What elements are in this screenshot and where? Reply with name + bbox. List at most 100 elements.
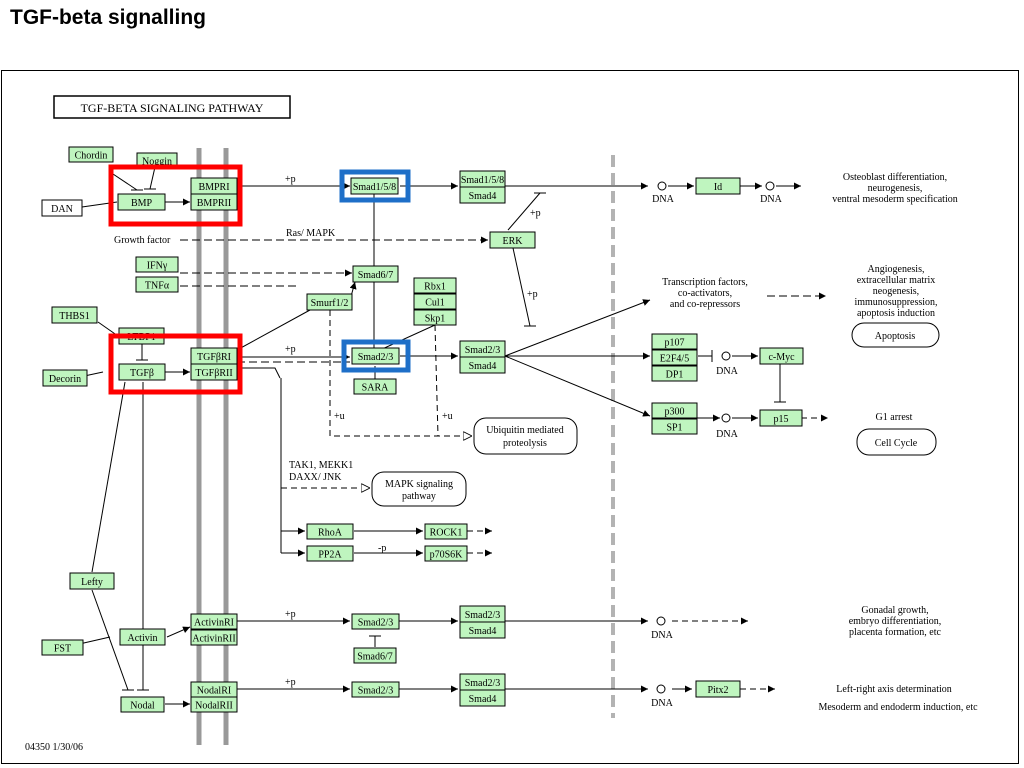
gene-box [351, 347, 400, 365]
gene-node-nodal[interactable]: Nodal [120, 696, 165, 713]
gene-label: Chordin [75, 151, 108, 162]
pathway-title: TGF-BETA SIGNALING PATHWAY [81, 101, 264, 115]
gene-node-smad158a[interactable]: Smad1/5/8 [350, 177, 399, 195]
gene-label: SP1 [666, 423, 682, 434]
gene-node-smad23a[interactable]: Smad2/3 [351, 347, 400, 365]
gene-node-activinri[interactable]: ActivinRI [190, 613, 238, 630]
gene-node-nodalrii[interactable]: NodalRII [190, 696, 238, 713]
text-label-tf1: Transcription factors, [662, 277, 748, 288]
gene-node-smad67a[interactable]: Smad6/7 [352, 265, 399, 283]
gene-box [413, 293, 457, 310]
gene-node-rbx1[interactable]: Rbx1 [413, 277, 457, 294]
gene-box [352, 265, 399, 283]
tgfb-highlight-frame [108, 333, 243, 395]
text-label-u2: +u [442, 411, 453, 422]
text-label-p1: +p [285, 174, 296, 185]
gene-node-smad23c[interactable]: Smad2/3 [351, 613, 400, 630]
text-label-u1: +u [334, 411, 345, 422]
gene-node-sp1[interactable]: SP1 [651, 418, 698, 435]
gene-node-cmyc[interactable]: c-Myc [759, 347, 804, 365]
gene-label: BMP [131, 198, 153, 209]
gene-node-tgfbri[interactable]: TGFβRI [190, 347, 238, 365]
text-label-growth: Growth factor [114, 235, 171, 246]
gene-box [695, 680, 741, 698]
gene-node-bmprii[interactable]: BMPRII [190, 193, 238, 211]
gene-node-pitx2[interactable]: Pitx2 [695, 680, 741, 698]
text-label-p5: +p [530, 208, 541, 219]
text-label-dna5: DNA [651, 630, 673, 641]
gene-node-smad23f[interactable]: Smad2/3 [459, 673, 506, 691]
pathway-footer: 04350 1/30/06 [25, 742, 83, 753]
gene-node-smad23e[interactable]: Smad2/3 [351, 681, 400, 698]
gene-node-pp2a[interactable]: PP2A [306, 545, 354, 562]
gene-node-ifng[interactable]: IFNγ [135, 256, 179, 273]
gene-label: Smad2/3 [358, 352, 394, 363]
gene-node-dan[interactable]: DAN [41, 199, 83, 217]
gene-box [695, 177, 741, 195]
gene-node-bmpri[interactable]: BMPRI [190, 177, 238, 195]
gene-node-sara[interactable]: SARA [353, 378, 397, 395]
gene-node-nodalri[interactable]: NodalRI [190, 681, 238, 698]
gene-node-smad23b[interactable]: Smad2/3 [459, 340, 506, 358]
dna-circle [721, 413, 731, 423]
gene-node-p15[interactable]: p15 [759, 409, 803, 427]
gene-label: IFNγ [147, 261, 168, 272]
gene-node-smad158b[interactable]: Smad1/5/8 [459, 170, 506, 188]
gene-box [413, 277, 457, 294]
gene-node-smad23d[interactable]: Smad2/3 [459, 605, 506, 623]
gene-node-rhoa[interactable]: RhoA [306, 523, 354, 540]
gene-node-tgfbrii[interactable]: TGFβRII [190, 363, 238, 381]
gene-node-tnfa[interactable]: TNFα [135, 276, 179, 293]
gene-node-smad4c[interactable]: Smad4 [459, 621, 506, 639]
gene-box [68, 146, 114, 163]
gene-node-thbs1[interactable]: THBS1 [51, 306, 98, 324]
gene-node-p300[interactable]: p300 [651, 402, 698, 419]
gene-node-skp1[interactable]: Skp1 [413, 309, 457, 326]
gene-label: DP1 [666, 370, 684, 381]
gene-node-smad4b[interactable]: Smad4 [459, 356, 506, 374]
gene-label: ROCK1 [430, 528, 463, 539]
dna-circle [656, 684, 666, 694]
gene-node-smurf[interactable]: Smurf1/2 [306, 293, 353, 311]
gene-box [651, 333, 698, 350]
text-label-lr: Left-right axis determination [836, 684, 952, 695]
gene-box [759, 347, 804, 365]
gene-node-p107[interactable]: p107 [651, 333, 698, 350]
mapk-box[interactable] [371, 471, 467, 507]
gene-node-decorin[interactable]: Decorin [42, 369, 88, 387]
gene-node-chordin[interactable]: Chordin [68, 146, 114, 163]
gene-box [190, 613, 238, 630]
text-label-ang2: extracellular matrix [857, 275, 936, 286]
cellcycle-box[interactable] [856, 428, 937, 456]
ubiquitin-box[interactable] [473, 417, 578, 455]
gene-node-erk[interactable]: ERK [489, 231, 536, 249]
text-label-rasmapk: Ras/ MAPK [286, 228, 336, 239]
gene-node-smad67b[interactable]: Smad6/7 [353, 647, 397, 664]
gene-node-tgfb[interactable]: TGFβ [118, 363, 166, 381]
gene-node-bmp[interactable]: BMP [117, 193, 166, 211]
gene-box [135, 256, 179, 273]
apoptosis-box[interactable] [851, 322, 940, 348]
gene-box [190, 629, 238, 646]
gene-node-rock1[interactable]: ROCK1 [424, 523, 468, 540]
gene-label: TNFα [145, 281, 170, 292]
text-label-mapk2: pathway [402, 491, 436, 502]
gene-label: Smad1/5/8 [461, 175, 504, 186]
text-label-mapk1: MAPK signaling [385, 479, 453, 490]
gene-node-activin[interactable]: Activin [119, 628, 166, 646]
gene-node-fst[interactable]: FST [41, 639, 84, 656]
gene-node-smad4a[interactable]: Smad4 [459, 186, 506, 204]
gene-node-activinrii[interactable]: ActivinRII [190, 629, 238, 646]
gene-label: NodalRII [195, 701, 233, 712]
gene-box [119, 628, 166, 646]
text-label-tf2: co-activators, [678, 288, 732, 299]
gene-node-smad4d[interactable]: Smad4 [459, 689, 506, 707]
gene-node-e2f45[interactable]: E2F4/5 [651, 349, 698, 366]
gene-label: Nodal [130, 701, 155, 712]
gene-node-p70s6k[interactable]: p70S6K [424, 545, 468, 562]
gene-node-dp1[interactable]: DP1 [651, 365, 698, 382]
gene-node-id[interactable]: Id [695, 177, 741, 195]
dna-circle [657, 181, 667, 191]
gene-node-lefty[interactable]: Lefty [69, 572, 115, 590]
gene-node-cul1[interactable]: Cul1 [413, 293, 457, 310]
